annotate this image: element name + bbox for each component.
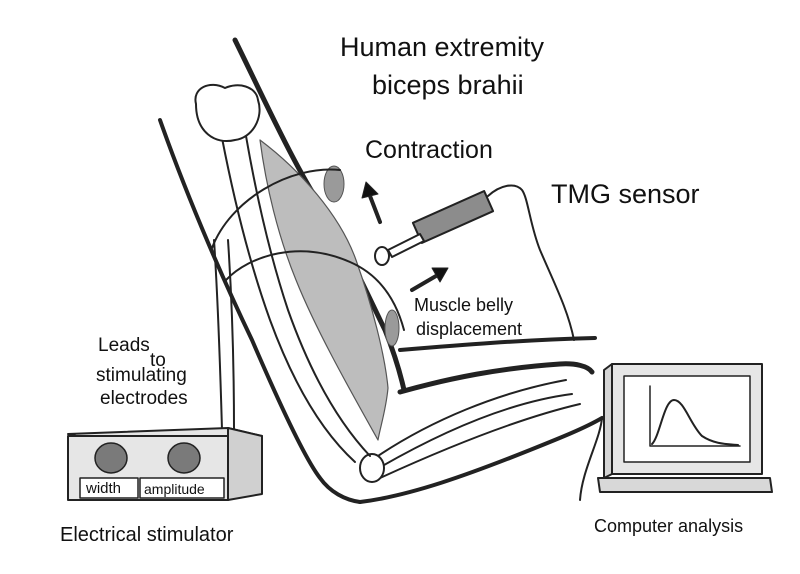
knob-amplitude (167, 442, 201, 474)
contraction-label: Contraction (365, 136, 493, 164)
muscle-belly-upper (323, 165, 345, 203)
tmg-sensor-tip (374, 246, 390, 266)
stimulator-label: Electrical stimulator (60, 524, 234, 546)
leads-label-2: to (150, 350, 166, 371)
tmg-sensor-body (411, 190, 495, 244)
support-frame-2 (227, 239, 235, 431)
biceps-muscle (259, 139, 389, 441)
computer-monitor-side (603, 363, 613, 479)
tmg-sensor-label: TMG sensor (551, 179, 700, 209)
forearm-bone-1 (371, 379, 567, 461)
title-line-1: Human extremity (340, 32, 545, 62)
knob-width-label: width (86, 480, 122, 497)
arm-outline-left (158, 118, 362, 504)
elbow-joint (359, 453, 385, 483)
knob-amplitude-label-box (139, 477, 225, 499)
computer-screen (623, 375, 751, 463)
tmg-cable (487, 184, 575, 341)
support-frame (213, 239, 223, 431)
support-curve-outer (211, 168, 341, 249)
arrow-up-head (361, 181, 379, 199)
muscle-belly-label-1: Muscle belly (414, 295, 514, 315)
computer-base (597, 477, 773, 493)
leads-label-4: electrodes (100, 388, 188, 409)
response-curve-axes (649, 385, 741, 447)
title-line-2: biceps brahii (372, 70, 524, 100)
knob-width-label-box (79, 477, 139, 499)
forearm-bone-2 (371, 393, 573, 473)
arrow-right-head (431, 267, 449, 283)
knob-amplitude-label: amplitude (144, 481, 205, 497)
humerus-bone-2 (245, 135, 371, 457)
forearm-bone-3 (379, 403, 581, 479)
tmg-sensor-rod (387, 233, 425, 258)
tmg-mount-line (398, 336, 597, 352)
muscle-belly-lower (384, 309, 400, 347)
computer-cable (579, 417, 603, 501)
arrow-right-shaft (410, 274, 438, 292)
computer-label: Computer analysis (594, 516, 744, 536)
muscle-belly-label-2: displacement (416, 319, 523, 339)
support-curve-inner (225, 250, 405, 331)
leads-label-1: Leads (98, 335, 150, 356)
forearm-outline-bottom (358, 416, 604, 504)
humerus-bone (221, 137, 356, 463)
shoulder-joint (194, 83, 261, 143)
knob-width (94, 442, 128, 474)
response-curve (651, 399, 739, 446)
forearm-outline-top (397, 361, 595, 395)
leads-label-3: stimulating (96, 365, 187, 386)
arrow-up-shaft (368, 194, 382, 224)
stimulator-box-side (227, 427, 263, 501)
